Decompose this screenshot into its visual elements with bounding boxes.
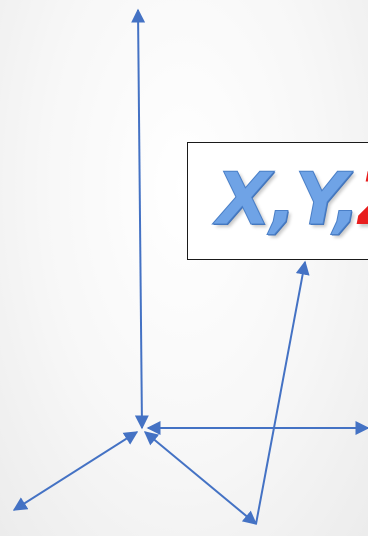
label-separator-1: , <box>269 157 297 241</box>
label-z: Z <box>358 157 368 241</box>
label-x: X <box>216 157 272 241</box>
diagonal-axis-down-left-arrow <box>12 431 139 511</box>
label-separator-2: , <box>333 157 361 241</box>
axis-label-box: X,Y,Z <box>187 142 368 260</box>
label-y: Y <box>294 157 335 241</box>
vertical-axis-arrow <box>131 8 149 430</box>
pointer-arrow-to-label <box>255 260 310 525</box>
axis-label-text: X,Y,Z <box>216 157 368 241</box>
diagonal-axis-down-right-arrow <box>143 431 258 525</box>
